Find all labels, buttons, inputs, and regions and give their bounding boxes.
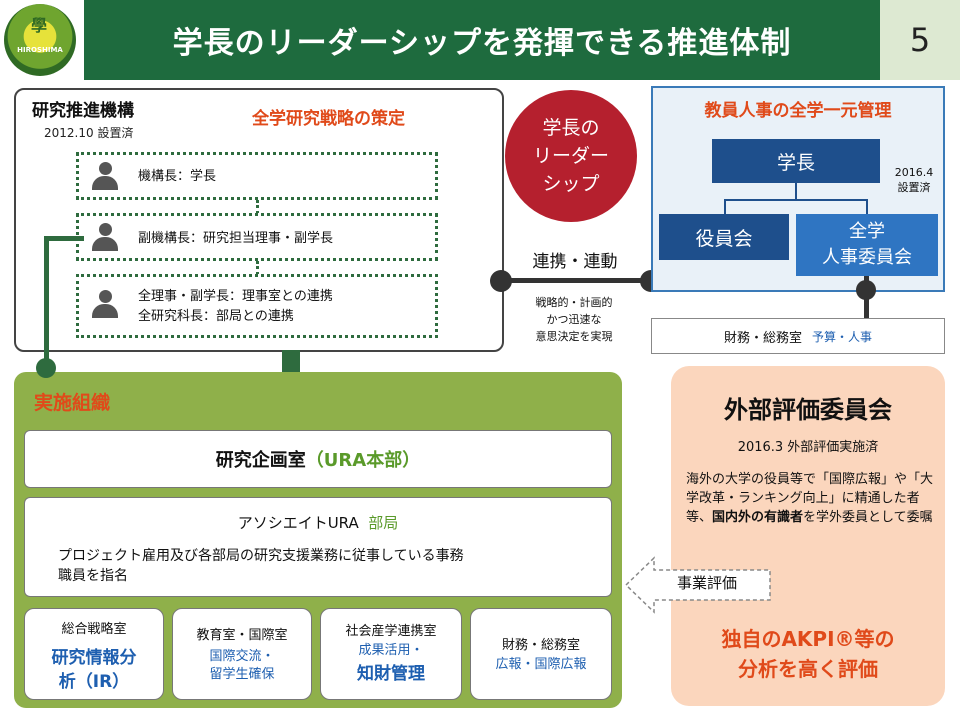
role-director bbox=[76, 152, 438, 200]
office-education-title: 教育室・国際室 bbox=[196, 628, 288, 643]
coop-connector bbox=[500, 278, 650, 283]
ura-desc-line2: 職員を指名 bbox=[58, 568, 128, 584]
office-industry-line1: 成果活用・ bbox=[358, 643, 424, 658]
research-org-title: 研究推進機構 bbox=[32, 101, 134, 121]
external-kpi-text: 独自のAKPI®等の 分析を高く評価 bbox=[671, 624, 945, 684]
board-box: 役員会 bbox=[659, 214, 789, 260]
office-education-body: 国際交流・ 留学生確保 bbox=[172, 648, 312, 684]
hr-title: 教員人事の全学一元管理 bbox=[704, 101, 892, 121]
decision-line3: 意思決定を実現 bbox=[535, 330, 613, 343]
role-director-text: 機構長：学長 bbox=[138, 169, 217, 184]
impl-connector-top bbox=[44, 236, 84, 241]
evaluation-label: 事業評価 bbox=[676, 574, 737, 592]
ura-hq-sub: （URA本部） bbox=[305, 450, 421, 471]
office-strategy bbox=[24, 608, 164, 700]
hr-date-line2: 設置済 bbox=[897, 181, 931, 194]
office-finance-body: 広報・国際広報 bbox=[495, 657, 587, 672]
evaluation-arrow-icon bbox=[624, 556, 771, 614]
header-bar bbox=[84, 0, 880, 80]
logo-text: HIROSHIMA bbox=[17, 46, 63, 54]
office-education-line2: 留学生確保 bbox=[209, 667, 275, 682]
org-line bbox=[724, 199, 868, 201]
research-org-date: 2012.10 設置済 bbox=[44, 126, 134, 140]
office-strategy-line2: 析（IR） bbox=[58, 672, 130, 692]
leadership-line2: リーダー bbox=[532, 145, 609, 167]
office-industry-title: 社会産学連携室 bbox=[345, 624, 437, 639]
ura-dept-sub: 部局 bbox=[368, 514, 399, 532]
dotted-connector bbox=[256, 200, 259, 214]
ura-dept-box bbox=[24, 497, 612, 597]
ura-hq-text: 研究企画室（URA本部） bbox=[24, 430, 612, 488]
person-icon bbox=[92, 162, 118, 192]
decision-text: 戦略的・計画的 かつ迅速な 意思決定を実現 bbox=[506, 294, 642, 345]
leadership-line3: シップ bbox=[542, 173, 600, 195]
committee-line1: 全学 bbox=[849, 221, 885, 242]
dotted-connector bbox=[256, 261, 259, 275]
ura-hq-box bbox=[24, 430, 612, 488]
page-number: 5 bbox=[909, 21, 931, 59]
role-members bbox=[76, 274, 438, 338]
office-strategy-body: 研究情報分 析（IR） bbox=[24, 646, 164, 694]
office-strategy-line1: 研究情報分 bbox=[51, 648, 137, 668]
person-icon bbox=[92, 290, 118, 320]
hr-date-line1: 2016.4 bbox=[894, 166, 934, 179]
ext-desc-pre: 海外の大学の役員等で「国際広報」や「大学改革・ランキング向上」に精通した者等、 bbox=[686, 472, 934, 525]
office-industry bbox=[320, 608, 462, 700]
decision-line1: 戦略的・計画的 bbox=[535, 296, 613, 309]
leadership-circle bbox=[505, 90, 637, 222]
hr-committee-box: 全学 人事委員会 bbox=[796, 214, 938, 276]
leadership-text: 学長の リーダー シップ bbox=[505, 90, 637, 222]
ura-dept-desc: プロジェクト雇用及び各部局の研究支援業務に従事している事務 職員を指名 bbox=[58, 546, 598, 586]
finance-label: 財務・総務室 bbox=[723, 330, 802, 346]
external-committee-title: 外部評価委員会 bbox=[724, 396, 892, 424]
ext-desc-post: を学外委員として委嘱 bbox=[803, 510, 933, 525]
finance-sub: 予算・人事 bbox=[812, 329, 873, 344]
person-icon bbox=[92, 223, 118, 253]
hr-date: 2016.4 設置済 bbox=[884, 165, 944, 195]
hr-president-box: 学長 bbox=[712, 139, 880, 183]
external-committee-date: 2016.3 外部評価実施済 bbox=[737, 440, 879, 455]
finance-text: 財務・総務室 予算・人事 bbox=[651, 318, 945, 354]
org-line bbox=[724, 199, 726, 214]
office-industry-big: 知財管理 bbox=[357, 664, 425, 684]
implementation-title: 実施組織 bbox=[34, 392, 111, 414]
office-finance bbox=[470, 608, 612, 700]
leadership-line1: 学長の bbox=[542, 117, 600, 139]
connector-dot bbox=[36, 358, 56, 378]
connector-dot bbox=[490, 270, 512, 292]
ura-desc-line1: プロジェクト雇用及び各部局の研究支援業務に従事している事務 bbox=[58, 548, 464, 564]
university-logo bbox=[4, 4, 76, 76]
role-members-line2: 全研究科長：部局との連携 bbox=[138, 309, 294, 324]
impl-connector-stem bbox=[282, 350, 300, 372]
coop-label: 連携・連動 bbox=[532, 252, 618, 272]
ext-desc-bold: 国内外の有識者 bbox=[712, 510, 804, 525]
kpi-line2: 分析を高く評価 bbox=[738, 657, 878, 681]
org-line bbox=[795, 183, 797, 199]
research-strategy-label: 全学研究戦略の策定 bbox=[252, 109, 405, 129]
office-strategy-title: 総合戦略室 bbox=[61, 622, 127, 637]
ura-dept-title: アソシエイトURA 部局 bbox=[24, 512, 612, 533]
ura-hq-label: 研究企画室 bbox=[215, 450, 306, 471]
office-education bbox=[172, 608, 312, 700]
connector-dot bbox=[856, 280, 876, 300]
role-vice-director-text: 副機構長：研究担当理事・副学長 bbox=[138, 231, 334, 246]
logo-mark: 學 bbox=[30, 16, 47, 35]
page-number-box bbox=[880, 0, 960, 80]
office-finance-title: 財務・総務室 bbox=[501, 638, 580, 653]
kpi-line1: 独自のAKPI®等の bbox=[721, 627, 895, 651]
ura-dept-label: アソシエイトURA bbox=[237, 514, 359, 532]
committee-line2: 人事委員会 bbox=[822, 247, 912, 268]
decision-line2: かつ迅速な bbox=[546, 313, 602, 326]
office-education-line1: 国際交流・ bbox=[209, 649, 275, 664]
external-committee-box bbox=[671, 366, 945, 706]
external-committee-desc: 海外の大学の役員等で「国際広報」や「大学改革・ランキング向上」に精通した者等、国… bbox=[686, 470, 938, 527]
org-line bbox=[866, 199, 868, 214]
role-members-line1: 全理事・副学長：理事室との連携 bbox=[138, 289, 333, 304]
finance-box bbox=[651, 318, 945, 354]
impl-connector-left bbox=[44, 236, 49, 368]
slide-title: 学長のリーダーシップを発揮できる推進体制 bbox=[172, 26, 792, 61]
